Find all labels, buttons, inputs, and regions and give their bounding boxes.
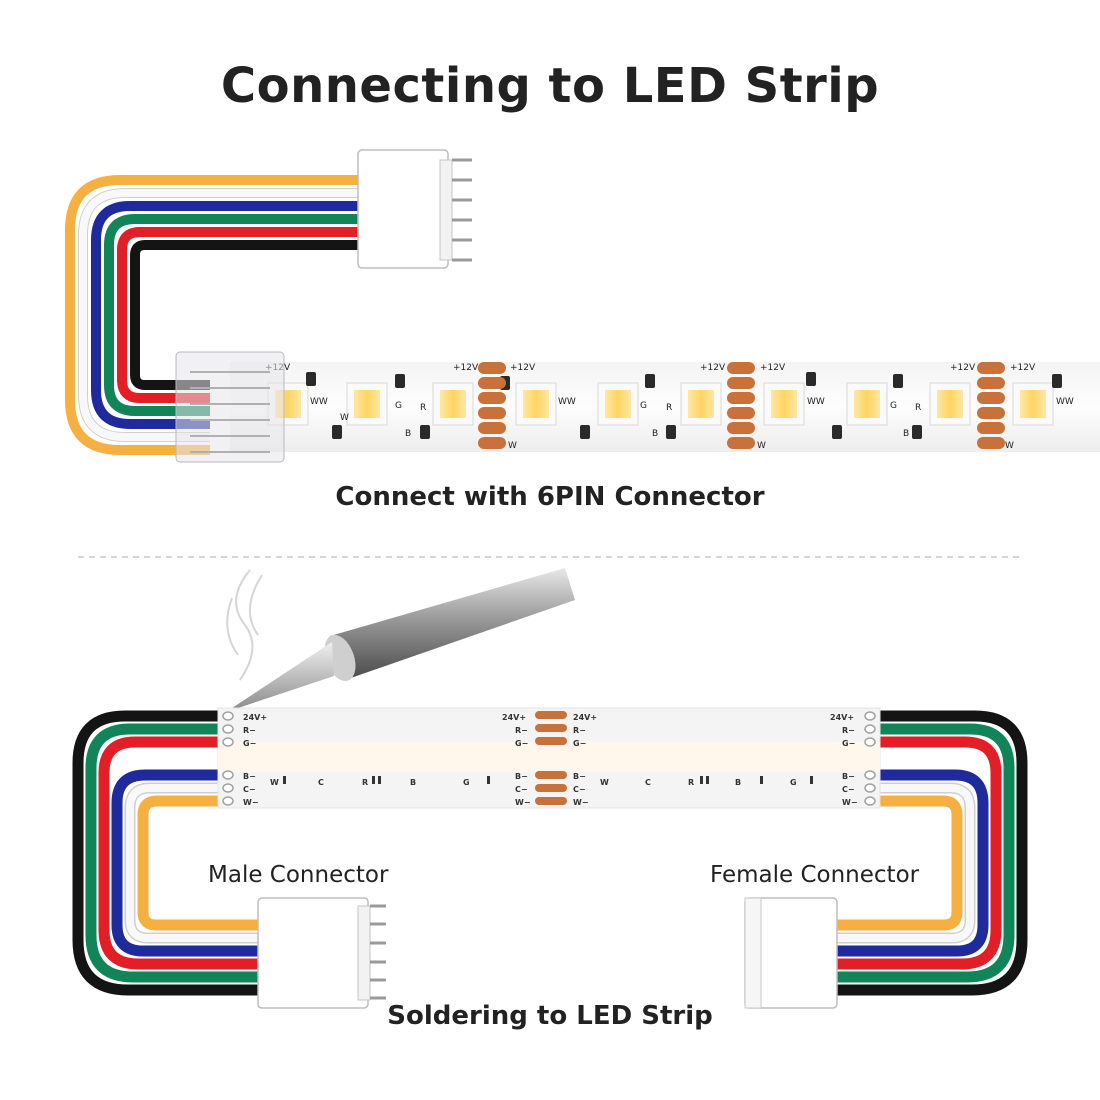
strip1-ww-label: WW (558, 397, 576, 407)
strip1-g-label: G (640, 401, 647, 411)
strip2-pad-c: C− (243, 785, 256, 794)
strip1-voltage-label: +12V (453, 363, 479, 373)
strip2-pad-24v: 24V+ (243, 713, 267, 722)
section1-wire-harness (65, 175, 360, 455)
strip1-w-label: W (757, 441, 766, 451)
page-title: Connecting to LED Strip (220, 58, 880, 114)
male-connector-icon (257, 897, 386, 1009)
male-connector-label: Male Connector (208, 862, 389, 888)
strip2-pad-r: R− (842, 726, 855, 735)
strip2-pad-b: B− (515, 772, 528, 781)
strip2-pad-w: W− (842, 798, 858, 807)
strip1-w-label: W (1005, 441, 1014, 451)
female-wire-harness (836, 710, 1028, 996)
strip1-voltage-label: +12V (950, 363, 976, 373)
smoke-icon (226, 569, 263, 681)
strip1-g-label: G (890, 401, 897, 411)
strip2-g-label: G (463, 778, 470, 787)
strip1-b-label: B (652, 429, 658, 439)
soldering-iron-icon (226, 568, 575, 712)
section2-caption: Soldering to LED Strip (387, 1001, 713, 1031)
strip1-g-label: G (395, 401, 402, 411)
strip2-pad-24v: 24V+ (502, 713, 526, 722)
strip2-pad-b: B− (842, 772, 855, 781)
strip2-c-label: C (645, 778, 651, 787)
male-wire-harness (72, 710, 262, 996)
strip2-pad-g: G− (515, 739, 528, 748)
strip1-r-label: R (915, 403, 921, 413)
strip1-voltage-label: +12V (510, 363, 536, 373)
female-connector-icon (744, 897, 838, 1009)
strip2-pad-c: C− (842, 785, 855, 794)
strip1-voltage-label: +12V (700, 363, 726, 373)
strip2-pad-g: G− (842, 739, 855, 748)
strip2-c-label: C (318, 778, 324, 787)
strip2-pad-w: W− (573, 798, 589, 807)
strip2-b-label: B (735, 778, 741, 787)
strip2-r-label: R (362, 778, 368, 787)
strip2-pad-w: W− (515, 798, 531, 807)
strip2-r-label: R (688, 778, 694, 787)
strip2-pad-c: C− (573, 785, 586, 794)
strip2-pad-r: R− (573, 726, 586, 735)
strip2-w-label: W (270, 778, 279, 787)
strip2-pad-24v: 24V+ (830, 713, 854, 722)
strip1-voltage-label: +12V (760, 363, 786, 373)
strip1-voltage-label: +12V (1010, 363, 1036, 373)
strip2-pad-b: B− (243, 772, 256, 781)
led-strip-rgbww: +12V +12V +12V +12V +12V +12V +12V WW WW… (230, 362, 1100, 452)
strip2-pad-b: B− (573, 772, 586, 781)
strip1-ww-label: WW (807, 397, 825, 407)
connector-6pin-icon (357, 149, 472, 269)
strip2-pad-g: G− (573, 739, 586, 748)
strip2-w-label: W (600, 778, 609, 787)
strip1-b-label: B (405, 429, 411, 439)
strip1-r-label: R (666, 403, 672, 413)
strip2-pad-24v: 24V+ (573, 713, 597, 722)
strip2-b-label: B (410, 778, 416, 787)
strip1-w-label: W (508, 441, 517, 451)
strip2-pad-c: C− (515, 785, 528, 794)
strip1-ww-label: WW (1056, 397, 1074, 407)
strip2-g-label: G (790, 778, 797, 787)
strip2-pad-w: W− (243, 798, 259, 807)
strip1-b-label: B (903, 429, 909, 439)
strip-clip-connector (175, 351, 285, 463)
strip1-r-label: R (420, 403, 426, 413)
strip2-pad-r: R− (243, 726, 256, 735)
strip1-w-label: W (340, 413, 349, 423)
section1-caption: Connect with 6PIN Connector (335, 482, 765, 512)
led-strip-cob: 24V+ R− G− B− C− W− 24V+ R− G− B− C− W− … (217, 707, 881, 809)
strip2-pad-r: R− (515, 726, 528, 735)
strip2-pad-g: G− (243, 739, 256, 748)
strip1-ww-label: WW (310, 397, 328, 407)
female-connector-label: Female Connector (710, 862, 920, 888)
